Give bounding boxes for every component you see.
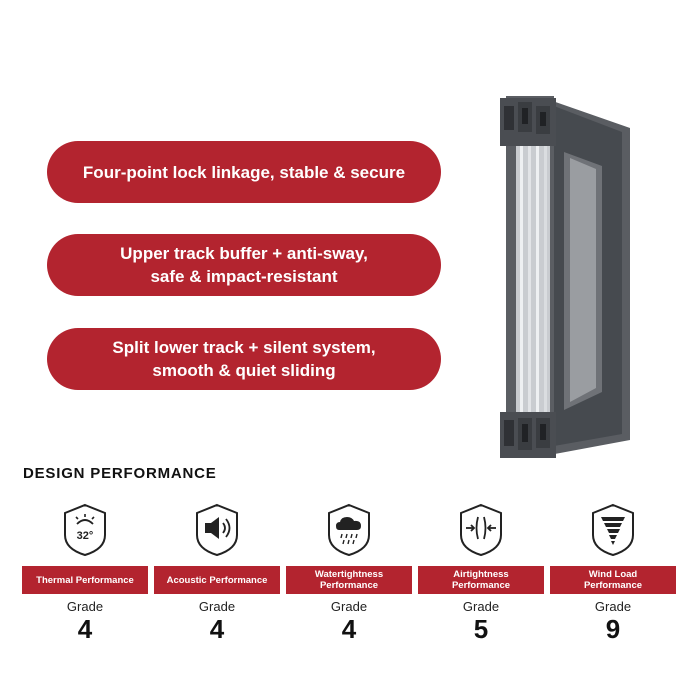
feature-split-lower-track: Split lower track + silent system, smoot… bbox=[47, 328, 441, 390]
feature-line: Upper track buffer + anti-sway, bbox=[120, 244, 368, 263]
performance-label: Airtightness Performance bbox=[418, 566, 544, 594]
feature-line: Four-point lock linkage, stable & secure bbox=[82, 162, 406, 182]
feature-line: Split lower track + silent system, bbox=[112, 338, 376, 357]
grade-value: 4 bbox=[77, 614, 93, 644]
thermal-icon-text: 32° bbox=[77, 530, 94, 542]
grade-value: 5 bbox=[473, 614, 489, 644]
grade-value: 4 bbox=[209, 614, 225, 644]
airflow-icon bbox=[460, 503, 502, 557]
grade-label: Grade bbox=[198, 599, 236, 614]
feature-upper-track-buffer: Upper track buffer + anti-sway, safe & i… bbox=[47, 234, 441, 296]
performance-label: Acoustic Performance bbox=[154, 566, 280, 594]
rain-cloud-icon bbox=[328, 503, 370, 557]
grade-label: Grade bbox=[462, 599, 500, 614]
performance-label: Thermal Performance bbox=[22, 566, 148, 594]
grade-value: 4 bbox=[341, 614, 357, 644]
tornado-icon bbox=[592, 503, 634, 557]
feature-line: smooth & quiet sliding bbox=[152, 361, 336, 380]
window-profile-illustration bbox=[500, 96, 630, 458]
thermal-icon: 32° bbox=[64, 503, 106, 557]
section-title: DESIGN PERFORMANCE bbox=[23, 465, 217, 482]
grade-label: Grade bbox=[330, 599, 368, 614]
speaker-icon bbox=[196, 503, 238, 557]
feature-four-point-lock: Four-point lock linkage, stable & secure bbox=[47, 141, 441, 203]
grade-label: Grade bbox=[594, 599, 632, 614]
grade-label: Grade bbox=[66, 599, 104, 614]
performance-label: Watertightness Performance bbox=[286, 566, 412, 594]
feature-line: safe & impact-resistant bbox=[150, 267, 338, 286]
grade-value: 9 bbox=[605, 614, 621, 644]
performance-label: Wind Load Performance bbox=[550, 566, 676, 594]
